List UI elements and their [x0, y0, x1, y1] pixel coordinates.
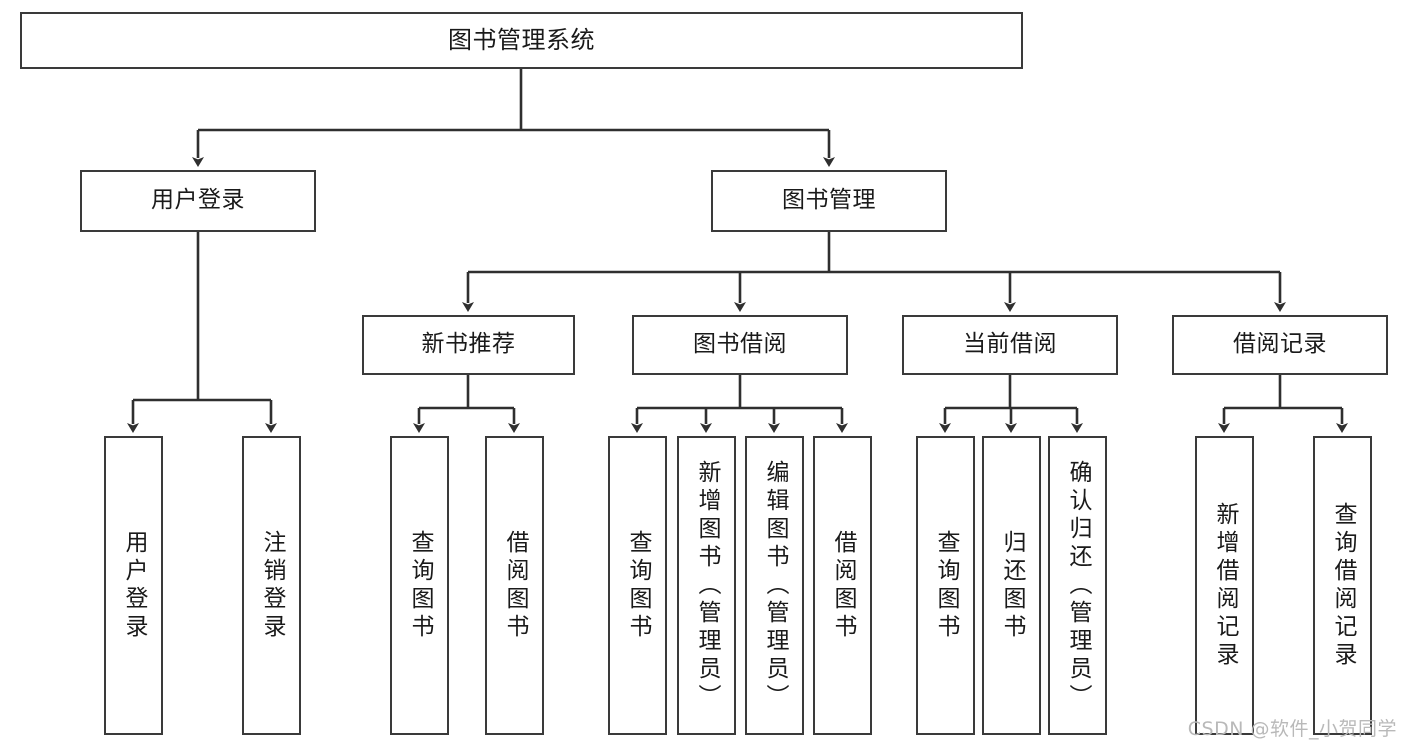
node-label: 归还图书 — [999, 529, 1025, 642]
node-label: 查询图书 — [625, 529, 651, 642]
node-leaf-borrow-book[interactable]: 借阅图书 — [813, 436, 872, 735]
node-tier2-new-book-recommend[interactable]: 新书推荐 — [362, 315, 575, 375]
node-label: 新增图书（管理员） — [694, 459, 720, 712]
node-label: 借阅图书 — [502, 529, 528, 642]
node-label: 查询图书 — [933, 529, 959, 642]
node-leaf-logout[interactable]: 注销登录 — [242, 436, 301, 735]
node-label: 新增借阅记录 — [1212, 501, 1238, 670]
node-label: 图书管理系统 — [448, 26, 595, 55]
node-label: 用户登录 — [151, 187, 245, 214]
node-label: 图书借阅 — [693, 331, 787, 358]
watermark: CSDN @软件_小贺同学 — [1187, 718, 1397, 740]
node-label: 编辑图书（管理员） — [762, 459, 788, 712]
node-label: 新书推荐 — [421, 331, 516, 358]
node-label: 当前借阅 — [963, 331, 1057, 358]
node-label: 查询借阅记录 — [1330, 501, 1356, 670]
node-leaf-query-borrow-record[interactable]: 查询借阅记录 — [1313, 436, 1372, 735]
node-label: 借阅图书 — [830, 529, 856, 642]
node-leaf-query-book-borrow[interactable]: 查询图书 — [608, 436, 667, 735]
node-label: 图书管理 — [782, 187, 876, 214]
node-tier2-book-borrow[interactable]: 图书借阅 — [632, 315, 848, 375]
node-label: 查询图书 — [407, 529, 433, 642]
node-leaf-borrow-book-recommend[interactable]: 借阅图书 — [485, 436, 544, 735]
node-tier1-book-management[interactable]: 图书管理 — [711, 170, 947, 232]
node-tier2-borrow-record[interactable]: 借阅记录 — [1172, 315, 1388, 375]
node-leaf-return-book[interactable]: 归还图书 — [982, 436, 1041, 735]
node-label: 确认归还（管理员） — [1065, 459, 1091, 712]
node-root[interactable]: 图书管理系统 — [20, 12, 1023, 69]
node-label: 借阅记录 — [1233, 331, 1327, 358]
node-tier2-current-borrow[interactable]: 当前借阅 — [902, 315, 1118, 375]
node-leaf-edit-book-admin[interactable]: 编辑图书（管理员） — [745, 436, 804, 735]
node-leaf-confirm-return-admin[interactable]: 确认归还（管理员） — [1048, 436, 1107, 735]
node-leaf-add-borrow-record[interactable]: 新增借阅记录 — [1195, 436, 1254, 735]
node-leaf-query-book-current[interactable]: 查询图书 — [916, 436, 975, 735]
node-leaf-query-book-recommend[interactable]: 查询图书 — [390, 436, 449, 735]
node-leaf-user-login[interactable]: 用户登录 — [104, 436, 163, 735]
node-tier1-user-login[interactable]: 用户登录 — [80, 170, 316, 232]
node-label: 用户登录 — [121, 529, 147, 642]
node-leaf-add-book-admin[interactable]: 新增图书（管理员） — [677, 436, 736, 735]
node-label: 注销登录 — [259, 529, 285, 642]
